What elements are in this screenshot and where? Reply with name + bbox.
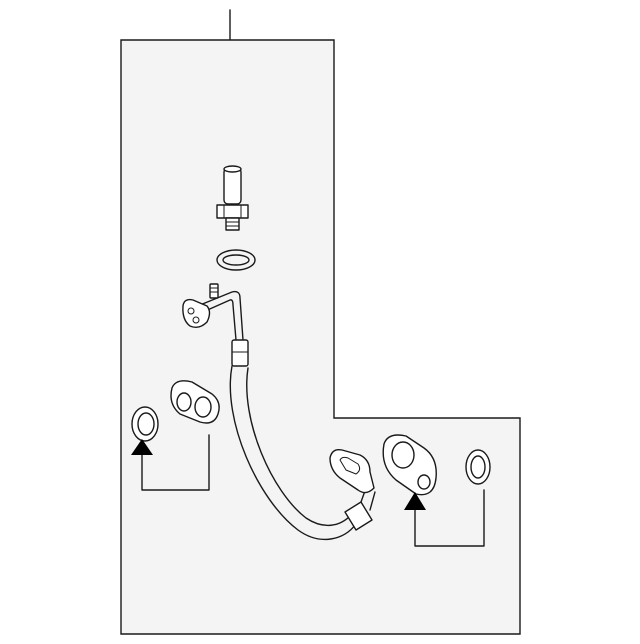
right-flange-gasket (382, 434, 437, 496)
lower-fitting-port (339, 456, 361, 475)
fitting-port (192, 316, 200, 324)
pressure-switch-sensor (216, 165, 249, 231)
left-callout (131, 434, 210, 491)
fitting-bolt-hole (187, 307, 195, 315)
hose-assembly (182, 283, 376, 541)
left-callout-bracket (141, 434, 210, 491)
left-o-ring (131, 406, 159, 442)
service-port (209, 283, 219, 299)
left-flange-gasket (170, 380, 220, 424)
sensor-o-ring (216, 249, 256, 271)
left-callout-arrow (131, 439, 153, 455)
sensor-hex (216, 204, 249, 219)
sensor-pin (223, 167, 242, 205)
hose-lower-fitting (329, 448, 375, 494)
hose-upper-ferrule (231, 339, 249, 367)
hose-rigid-tube-b (202, 299, 237, 341)
right-callout (404, 489, 485, 547)
hose-flex-inner (246, 367, 351, 526)
assembly-panel (120, 39, 521, 635)
hose-rigid-tube-a (199, 290, 244, 341)
sensor-thread (225, 217, 240, 231)
hose-upper-fitting (182, 298, 211, 329)
sensor-pin-cap (223, 165, 242, 173)
hose-lower-ferrule (344, 501, 373, 531)
right-callout-bracket (414, 489, 485, 547)
hose-lower-tube-b (369, 491, 376, 511)
right-callout-arrow (404, 492, 426, 510)
right-o-ring (465, 449, 491, 485)
hose-flex-outer (229, 365, 357, 541)
